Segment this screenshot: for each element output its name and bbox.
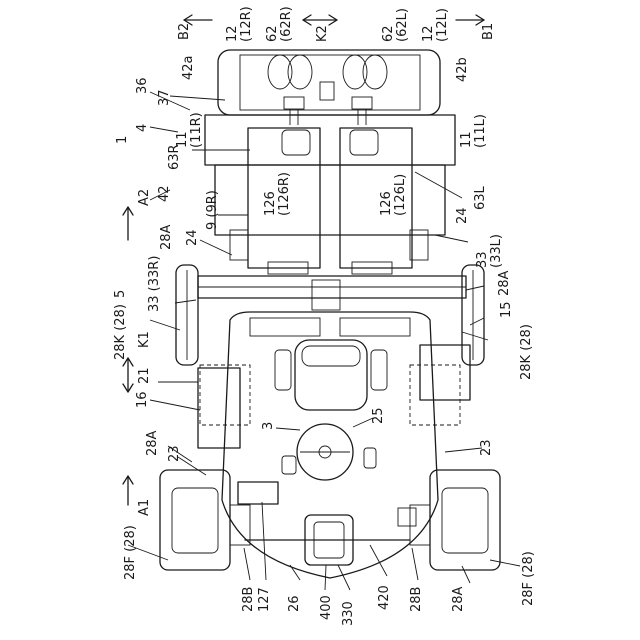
label-n33-33r: 33 (33R)	[147, 256, 162, 312]
label-n330: 330	[341, 601, 356, 626]
label-n28a-right: 28A	[497, 270, 512, 296]
label-n11r: 11(11R)	[175, 112, 204, 148]
label-n12l: 12(12L)	[421, 8, 450, 42]
label-n28b-left: 28B	[241, 587, 256, 612]
label-n23b: 23	[479, 439, 494, 456]
label-a1: A1	[137, 499, 152, 516]
label-n63l: 63L	[473, 185, 488, 210]
label-b2: B2	[177, 23, 192, 40]
label-n24a: 24	[185, 229, 200, 246]
grain-tanks	[205, 115, 455, 274]
label-n42: 42	[157, 185, 172, 202]
label-n62l: 62(62L)	[381, 8, 410, 42]
label-n36: 36	[135, 77, 150, 94]
label-n62r: 62(62R)	[265, 6, 294, 42]
label-n28b-right: 28B	[409, 587, 424, 612]
label-n11l: 11(11L)	[459, 114, 488, 148]
label-n25: 25	[371, 407, 386, 424]
label-n127: 127	[257, 587, 272, 612]
operator-seat	[275, 340, 387, 410]
label-n24b: 24	[455, 207, 470, 224]
label-n42a: 42a	[181, 55, 196, 80]
label-n26: 26	[287, 595, 302, 612]
rear-implement	[218, 50, 440, 125]
front-wheels	[160, 470, 500, 570]
label-n28f-right: 28F (28)	[521, 551, 536, 606]
label-n37: 37	[157, 89, 172, 106]
label-n28a-bl: 28A	[145, 430, 160, 456]
steering-wheel	[282, 424, 376, 480]
label-n23a: 23	[167, 445, 182, 462]
label-n15: 15	[499, 301, 514, 318]
label-n1: 1	[115, 136, 130, 144]
label-a2: A2	[137, 189, 152, 206]
label-n28a-br: 28A	[451, 586, 466, 612]
label-n126l: 126(126L)	[379, 174, 408, 216]
label-n126r: 126(126R)	[263, 172, 292, 216]
label-k1: K1	[137, 331, 152, 348]
label-n28k-left: 28K (28)	[113, 304, 128, 360]
label-n21: 21	[137, 367, 152, 384]
label-n9: 9 (9R)	[205, 190, 220, 230]
label-n16: 16	[135, 391, 150, 408]
label-n420: 420	[377, 585, 392, 610]
cab-area	[198, 312, 470, 578]
label-n5: 5	[113, 290, 128, 298]
label-n28a-top: 28A	[159, 224, 174, 250]
label-n400: 400	[319, 595, 334, 620]
label-n28k-right: 28K (28)	[519, 324, 534, 380]
label-b1: B1	[481, 23, 496, 40]
label-n63r: 63R	[167, 144, 182, 170]
label-n3: 3	[261, 422, 276, 430]
label-n12r: 12(12R)	[225, 6, 254, 42]
label-n28f-left: 28F (28)	[123, 525, 138, 580]
label-n42b: 42b	[455, 57, 470, 82]
label-n33-33l: 33(33L)	[475, 234, 504, 268]
rear-axle-frame	[198, 276, 466, 310]
label-n4: 4	[135, 124, 150, 132]
label-k2: K2	[315, 25, 330, 42]
